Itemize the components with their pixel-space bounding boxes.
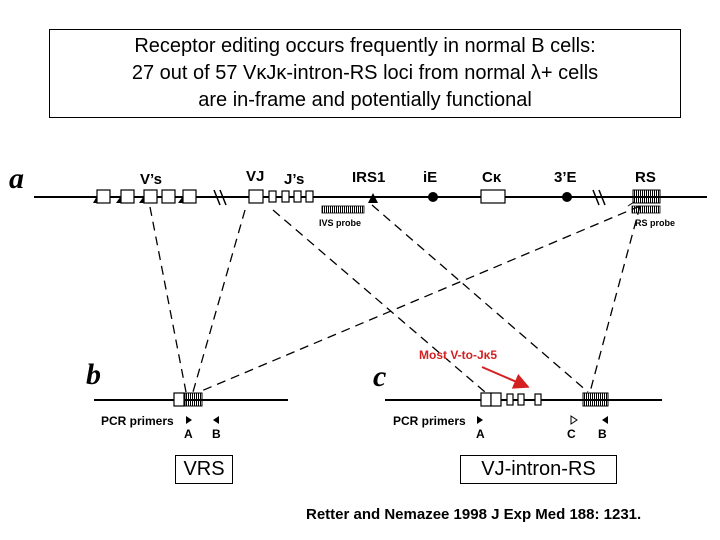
primer-b-arrow-c bbox=[602, 416, 608, 424]
pcr-primers-label-c: PCR primers bbox=[393, 414, 466, 428]
label-irs1: IRS1 bbox=[352, 169, 385, 186]
vj-j-segment-4 bbox=[534, 393, 542, 406]
title-line-3: are in-frame and potentially functional bbox=[198, 89, 532, 111]
vj-intron-rs-product-box: VJ-intron-RS bbox=[460, 455, 617, 484]
panel-label-c: c bbox=[373, 360, 386, 393]
label-vs: V’s bbox=[140, 171, 162, 188]
primer-b-label-c: B bbox=[598, 427, 607, 441]
dash-j-to-vj-intron bbox=[272, 209, 486, 393]
primer-c-arrow-c bbox=[570, 415, 578, 425]
pcr-primers-label-b: PCR primers bbox=[101, 414, 174, 428]
label-rs: RS bbox=[635, 169, 656, 186]
label-ck: Cκ bbox=[482, 169, 502, 186]
panel-label-b: b bbox=[86, 358, 101, 391]
vj-j-segment-2 bbox=[506, 393, 514, 406]
most-v-to-jk5-annotation: Most V-to-Jκ5 bbox=[419, 348, 497, 362]
primer-c-label-c: C bbox=[567, 427, 576, 441]
title-line-2: 27 out of 57 VκJκ-intron-RS loci from no… bbox=[131, 62, 599, 84]
ck-segment bbox=[480, 189, 506, 204]
dash-vj-to-vrs bbox=[192, 209, 246, 393]
rs-probe-tick bbox=[627, 201, 635, 207]
3e-enhancer-dot bbox=[562, 192, 572, 202]
citation: Retter and Nemazee 1998 J Exp Med 188: 1… bbox=[306, 506, 642, 523]
rs-segment bbox=[632, 189, 661, 204]
label-3e: 3’E bbox=[554, 169, 577, 186]
primer-a-label-b: A bbox=[184, 427, 193, 441]
primer-b-arrow-b bbox=[213, 416, 219, 424]
vj-rs-segment bbox=[582, 392, 609, 407]
dash-rs-to-vrs bbox=[198, 205, 641, 393]
locus-break-2 bbox=[592, 189, 606, 206]
vj-v-segment bbox=[480, 392, 492, 407]
label-ivs-probe: IVS probe bbox=[319, 218, 361, 228]
dash-rs-to-vj-intron bbox=[589, 205, 641, 393]
irs1-marker bbox=[368, 193, 378, 203]
ie-enhancer-dot bbox=[428, 192, 438, 202]
dash-irs1-to-vj-intron bbox=[371, 204, 589, 393]
locus-break-1 bbox=[213, 189, 227, 206]
primer-a-arrow-b bbox=[186, 416, 192, 424]
label-rs-probe: RS probe bbox=[635, 218, 675, 228]
title-box: Receptor editing occurs frequently in no… bbox=[49, 29, 681, 118]
vj-j-segment bbox=[490, 392, 502, 407]
primer-a-arrow-c bbox=[477, 416, 483, 424]
primer-b-label-b: B bbox=[212, 427, 221, 441]
annotation-arrow bbox=[481, 366, 530, 389]
label-vj: VJ bbox=[246, 168, 264, 185]
vrs-product-box: VRS bbox=[175, 455, 233, 484]
v-segments bbox=[93, 189, 197, 204]
title-line-1: Receptor editing occurs frequently in no… bbox=[134, 35, 596, 57]
vj-j-segment-3 bbox=[517, 393, 525, 406]
label-ie: iE bbox=[423, 169, 437, 186]
recombination-lines bbox=[149, 204, 641, 393]
vrs-rs-segment bbox=[184, 392, 203, 407]
vrs-v-segment bbox=[173, 392, 185, 407]
primer-a-label-c: A bbox=[476, 427, 485, 441]
dash-v-to-vrs bbox=[149, 206, 187, 393]
panel-label-a: a bbox=[9, 162, 24, 195]
j-segments bbox=[248, 189, 314, 204]
ivs-probe-bar bbox=[321, 205, 365, 214]
label-js: J’s bbox=[284, 171, 304, 188]
